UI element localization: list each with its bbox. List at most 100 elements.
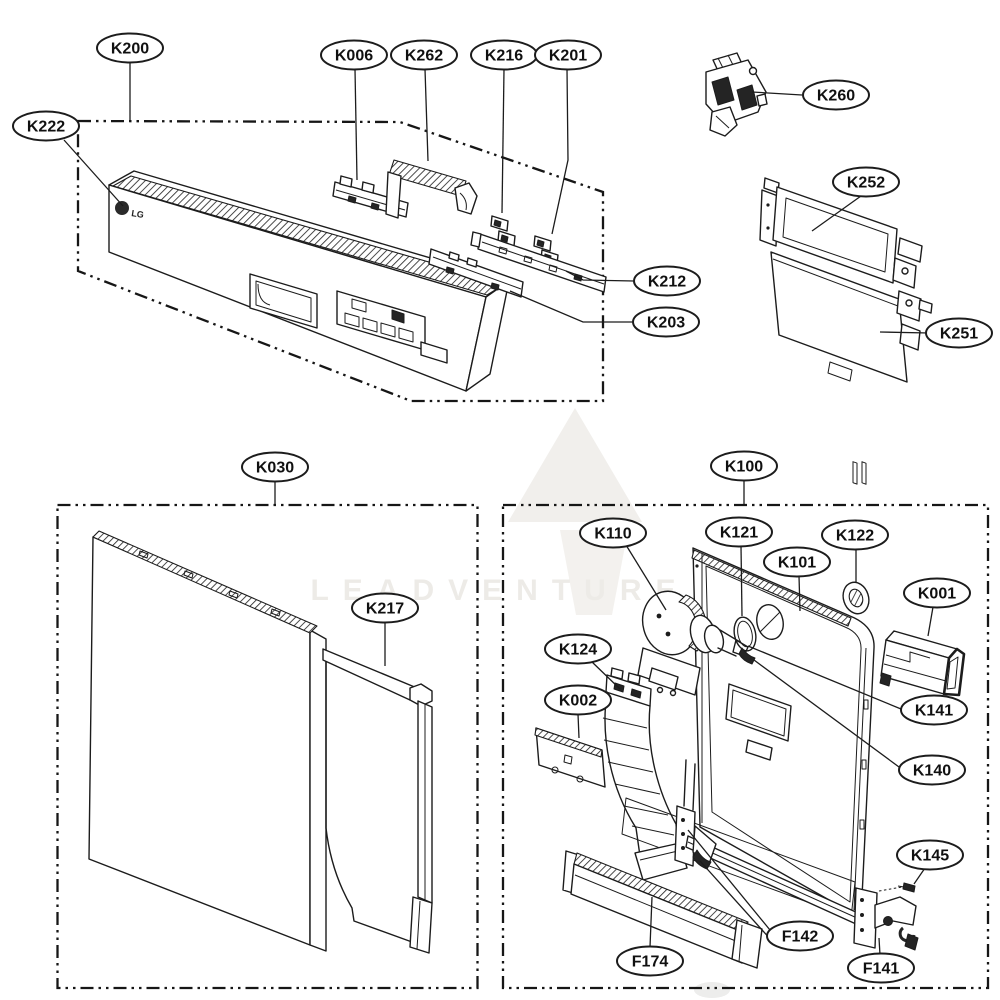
part-label-oval-K121[interactable] [705,516,773,548]
part-label-oval-K251[interactable] [925,317,993,349]
part-label-K145[interactable]: K145 [896,839,964,871]
f174-kick-plate [562,850,763,969]
part-label-K252[interactable]: K252 [832,166,900,198]
part-label-oval-K252[interactable] [832,166,900,198]
part-label-oval-K145[interactable] [896,839,964,871]
leader-line-F174 [649,896,653,948]
leader-line-K110 [625,544,667,611]
part-label-text: K124 [559,642,597,659]
part-label-text: K222 [27,119,65,136]
part-label-oval-K101[interactable] [763,546,831,578]
k260-door-latch [705,52,768,137]
part-label-oval-K110[interactable] [579,517,647,549]
part-label-text: K030 [256,460,294,477]
part-label-oval-K141[interactable] [900,694,968,726]
leader-line-K252 [811,195,862,232]
leader-line-F141 [878,937,881,956]
leader-line-K101 [798,575,801,612]
part-label-K200[interactable]: K200 [96,32,164,64]
part-label-F141[interactable]: F141 [847,952,915,984]
part-label-oval-K200[interactable] [96,32,164,64]
part-label-oval-K100[interactable] [710,450,778,482]
k251-door-panel [770,237,933,383]
part-label-oval-K124[interactable] [544,633,612,665]
part-label-K212[interactable]: K212 [633,265,701,297]
part-label-K203[interactable]: K203 [632,306,700,338]
part-label-K110[interactable]: K110 [579,517,647,549]
part-label-K100[interactable]: K100 [710,450,778,482]
part-label-oval-K122[interactable] [821,519,889,551]
part-label-K140[interactable]: K140 [898,754,966,786]
part-label-text: K141 [915,703,953,720]
k145-screw [878,882,916,893]
part-label-text: K217 [366,601,404,618]
part-label-oval-K262[interactable] [390,39,458,71]
leader-line-K002 [577,713,580,739]
k001-latch-receiver [879,630,966,697]
watermark-logo-shape [560,530,628,615]
part-label-text: K251 [940,326,978,343]
part-label-K101[interactable]: K101 [763,546,831,578]
part-label-K124[interactable]: K124 [544,633,612,665]
part-label-oval-F142[interactable] [766,920,834,952]
part-label-K217[interactable]: K217 [351,592,419,624]
lg-logo-emblem [115,201,129,215]
part-label-K030[interactable]: K030 [241,451,309,483]
leader-line-K001 [927,606,934,637]
leader-line-F142 [699,860,773,942]
part-label-text: K262 [405,48,443,65]
part-label-K141[interactable]: K141 [900,694,968,726]
door-inner-edge [325,661,413,943]
part-label-F142[interactable]: F142 [766,920,834,952]
part-label-K260[interactable]: K260 [802,79,870,111]
part-label-F174[interactable]: F174 [616,945,684,977]
part-label-K006[interactable]: K006 [320,39,388,71]
leader-line-K216 [501,68,505,214]
part-label-text: K121 [720,525,758,542]
part-label-text: F142 [782,929,819,946]
leader-line-K203 [509,290,634,323]
watermark-logo-triangle [508,408,642,522]
part-label-oval-K260[interactable] [802,79,870,111]
part-label-text: K122 [836,528,874,545]
k110-pump-motor [637,590,749,697]
part-label-oval-K203[interactable] [632,306,700,338]
f141-hinge-bracket [853,887,919,951]
part-label-oval-K222[interactable] [12,110,80,142]
part-label-oval-K201[interactable] [534,39,602,71]
part-label-K121[interactable]: K121 [705,516,773,548]
part-label-text: K100 [725,459,763,476]
part-label-text: K201 [549,48,587,65]
k121-seal-ring [733,616,757,652]
part-label-oval-K212[interactable] [633,265,701,297]
scan-smudge [694,982,730,998]
part-label-text: K203 [647,315,685,332]
part-label-oval-K030[interactable] [241,451,309,483]
part-label-K222[interactable]: K222 [12,110,80,142]
leader-line-K145 [913,867,926,885]
part-label-oval-K140[interactable] [898,754,966,786]
part-label-oval-K001[interactable] [903,577,971,609]
part-label-oval-K006[interactable] [320,39,388,71]
part-label-K251[interactable]: K251 [925,317,993,349]
part-label-oval-F174[interactable] [616,945,684,977]
leader-line-K251 [879,331,930,334]
part-label-K002[interactable]: K002 [544,684,612,716]
leader-line-K222 [63,139,124,207]
part-label-oval-K217[interactable] [351,592,419,624]
leader-line-F142 [687,829,771,931]
part-label-K216[interactable]: K216 [470,39,538,71]
part-label-text: K140 [913,763,951,780]
leader-line-K262 [424,68,429,162]
part-label-oval-F141[interactable] [847,952,915,984]
leader-line-K201 [551,68,569,235]
watermark: LEADVENTURE [310,408,730,998]
part-label-K122[interactable]: K122 [821,519,889,551]
part-label-oval-K002[interactable] [544,684,612,716]
leader-line-K260 [751,91,803,96]
leader-line-K212 [565,270,635,282]
part-label-K262[interactable]: K262 [390,39,458,71]
part-label-K001[interactable]: K001 [903,577,971,609]
part-label-K201[interactable]: K201 [534,39,602,71]
